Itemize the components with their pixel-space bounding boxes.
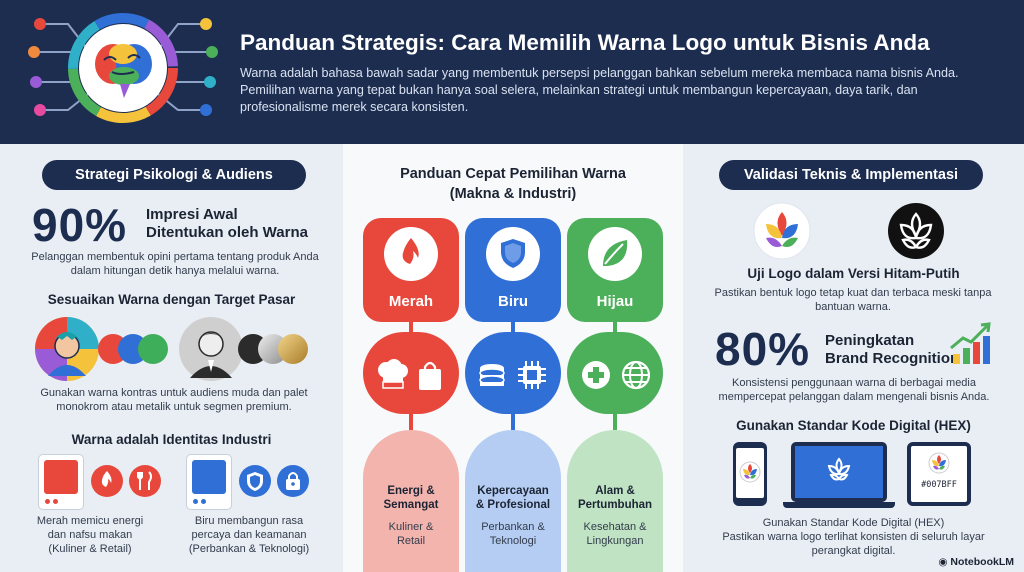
hex-description: Gunakan Standar Kode Digital (HEX) Pasti… <box>703 516 1004 558</box>
page-description: Warna adalah bahasa bawah sadar yang mem… <box>240 66 959 114</box>
tower-meaning-red-line2: Semangat <box>383 499 439 511</box>
phone-mockup <box>733 442 767 506</box>
quick-guide-title: Panduan Cepat Pemilihan Warna (Makna & I… <box>343 164 683 204</box>
tower-industry-green-line2: Lingkungan <box>586 535 644 547</box>
stat-title-line1: Impresi Awal <box>146 206 238 223</box>
lock-icon <box>277 465 309 497</box>
stat80-title-line2: Brand Recognition <box>825 350 960 367</box>
red-app-mockup <box>38 454 84 510</box>
chef-hat-icon <box>378 359 408 389</box>
hex-description-line2: Pastikan warna logo terlihat konsisten d… <box>722 531 985 557</box>
coins-icon <box>479 364 505 386</box>
left-column: Strategi Psikologi & Audiens 90% Impresi… <box>0 144 343 572</box>
stat-value-90: 90% <box>32 199 128 251</box>
color-logo-icon <box>928 452 950 474</box>
tower-meaning-blue-line1: Kepercayaan <box>477 485 549 497</box>
brand-watermark: ◉ NotebookLM <box>938 556 1014 568</box>
shield-icon <box>239 465 271 497</box>
tower-label-blue: Biru <box>498 293 528 310</box>
tower-industry-green: Kesehatan & Lingkungan <box>560 520 670 548</box>
laptop-base <box>783 502 895 508</box>
brain-icon <box>28 13 218 123</box>
tower-meaning-red: Energi & Semangat <box>356 484 466 512</box>
quick-guide-title-line2: (Makna & Industri) <box>449 186 577 202</box>
growth-chart-icon <box>950 322 991 364</box>
hex-description-line1: Gunakan Standar Kode Digital (HEX) <box>762 517 945 529</box>
fire-icon <box>91 465 123 497</box>
quick-guide-title-line1: Panduan Cepat Pemilihan Warna <box>400 166 626 182</box>
medical-cross-icon <box>582 361 610 389</box>
blue-app-mockup <box>186 454 232 510</box>
chip-icon <box>518 361 546 389</box>
shield-icon <box>486 227 540 281</box>
bw-test-heading: Uji Logo dalam Versi Hitam-Putih <box>747 266 960 281</box>
stat-description: Pelanggan membentuk opini pertama tentan… <box>31 251 319 277</box>
blue-industry-description: Biru membangun rasa percaya dan keamanan… <box>188 515 310 555</box>
tower-meaning-red-line1: Energi & <box>387 485 435 497</box>
header: Panduan Strategis: Cara Memilih Warna Lo… <box>0 0 1024 144</box>
tower-industry-red: Kuliner & Retail <box>356 520 466 548</box>
target-market-heading: Sesuaikan Warna dengan Target Pasar <box>47 292 296 307</box>
young-swatch-3 <box>138 334 168 364</box>
notebooklm-icon: ◉ <box>938 556 951 568</box>
premium-audience-avatar-icon <box>179 317 243 381</box>
color-logo-icon <box>753 202 811 260</box>
industry-identity-heading: Warna adalah Identitas Industri <box>71 432 272 447</box>
hex-code-label: #007BFF <box>921 480 957 490</box>
young-audience-avatar-icon <box>35 317 99 381</box>
tower-industry-green-line1: Kesehatan & <box>583 521 647 533</box>
tablet-mockup: #007BFF <box>907 442 971 506</box>
tower-industry-blue: Perbankan & Teknologi <box>458 520 568 548</box>
shopping-bag-icon <box>419 361 441 390</box>
right-column: Validasi Teknis & Implementasi Uji Logo … <box>683 144 1024 572</box>
white-logo-icon <box>827 457 851 481</box>
brand-name: NotebookLM <box>950 556 1014 568</box>
laptop-mockup <box>791 442 887 502</box>
tower-meaning-green: Alam & Pertumbuhan <box>560 484 670 512</box>
hex-standard-heading: Gunakan Standar Kode Digital (HEX) <box>736 418 971 433</box>
globe-icon <box>621 360 651 390</box>
tower-meaning-green-line1: Alam & <box>595 485 635 497</box>
section-pill-technical: Validasi Teknis & Implementasi <box>719 160 983 190</box>
tower-industry-blue-line1: Perbankan & <box>481 521 545 533</box>
black-white-logo-icon <box>888 203 944 259</box>
tower-label-red: Merah <box>388 293 434 310</box>
tower-industry-red-line2: Retail <box>396 535 426 547</box>
fire-icon <box>384 227 438 281</box>
premium-swatch-3 <box>278 334 308 364</box>
section-pill-psychology: Strategi Psikologi & Audiens <box>42 160 306 190</box>
stat80-description: Konsistensi penggunaan warna di berbagai… <box>718 377 990 403</box>
stat80-title-line1: Peningkatan <box>825 332 915 349</box>
utensils-icon <box>129 465 161 497</box>
middle-column: Panduan Cepat Pemilihan Warna (Makna & I… <box>343 144 683 572</box>
color-logo-icon <box>739 461 761 483</box>
tower-meaning-green-line2: Pertumbuhan <box>577 499 653 511</box>
stat-title-line2: Ditentukan oleh Warna <box>146 224 308 241</box>
target-market-description: Gunakan warna kontras untuk audiens muda… <box>40 387 308 413</box>
tower-label-green: Hijau <box>596 293 634 310</box>
leaf-icon <box>588 227 642 281</box>
tower-meaning-blue-line2: & Profesional <box>475 499 551 511</box>
bw-test-description: Pastikan bentuk logo tetap kuat dan terb… <box>714 287 992 313</box>
tower-industry-red-line1: Kuliner & <box>388 521 434 533</box>
page-title: Panduan Strategis: Cara Memilih Warna Lo… <box>240 30 930 55</box>
stat-value-80: 80% <box>715 323 811 375</box>
red-industry-description: Merah memicu energi dan nafsu makan (Kul… <box>36 515 144 555</box>
tower-industry-blue-line2: Teknologi <box>489 535 537 547</box>
tower-meaning-blue: Kepercayaan & Profesional <box>458 484 568 512</box>
